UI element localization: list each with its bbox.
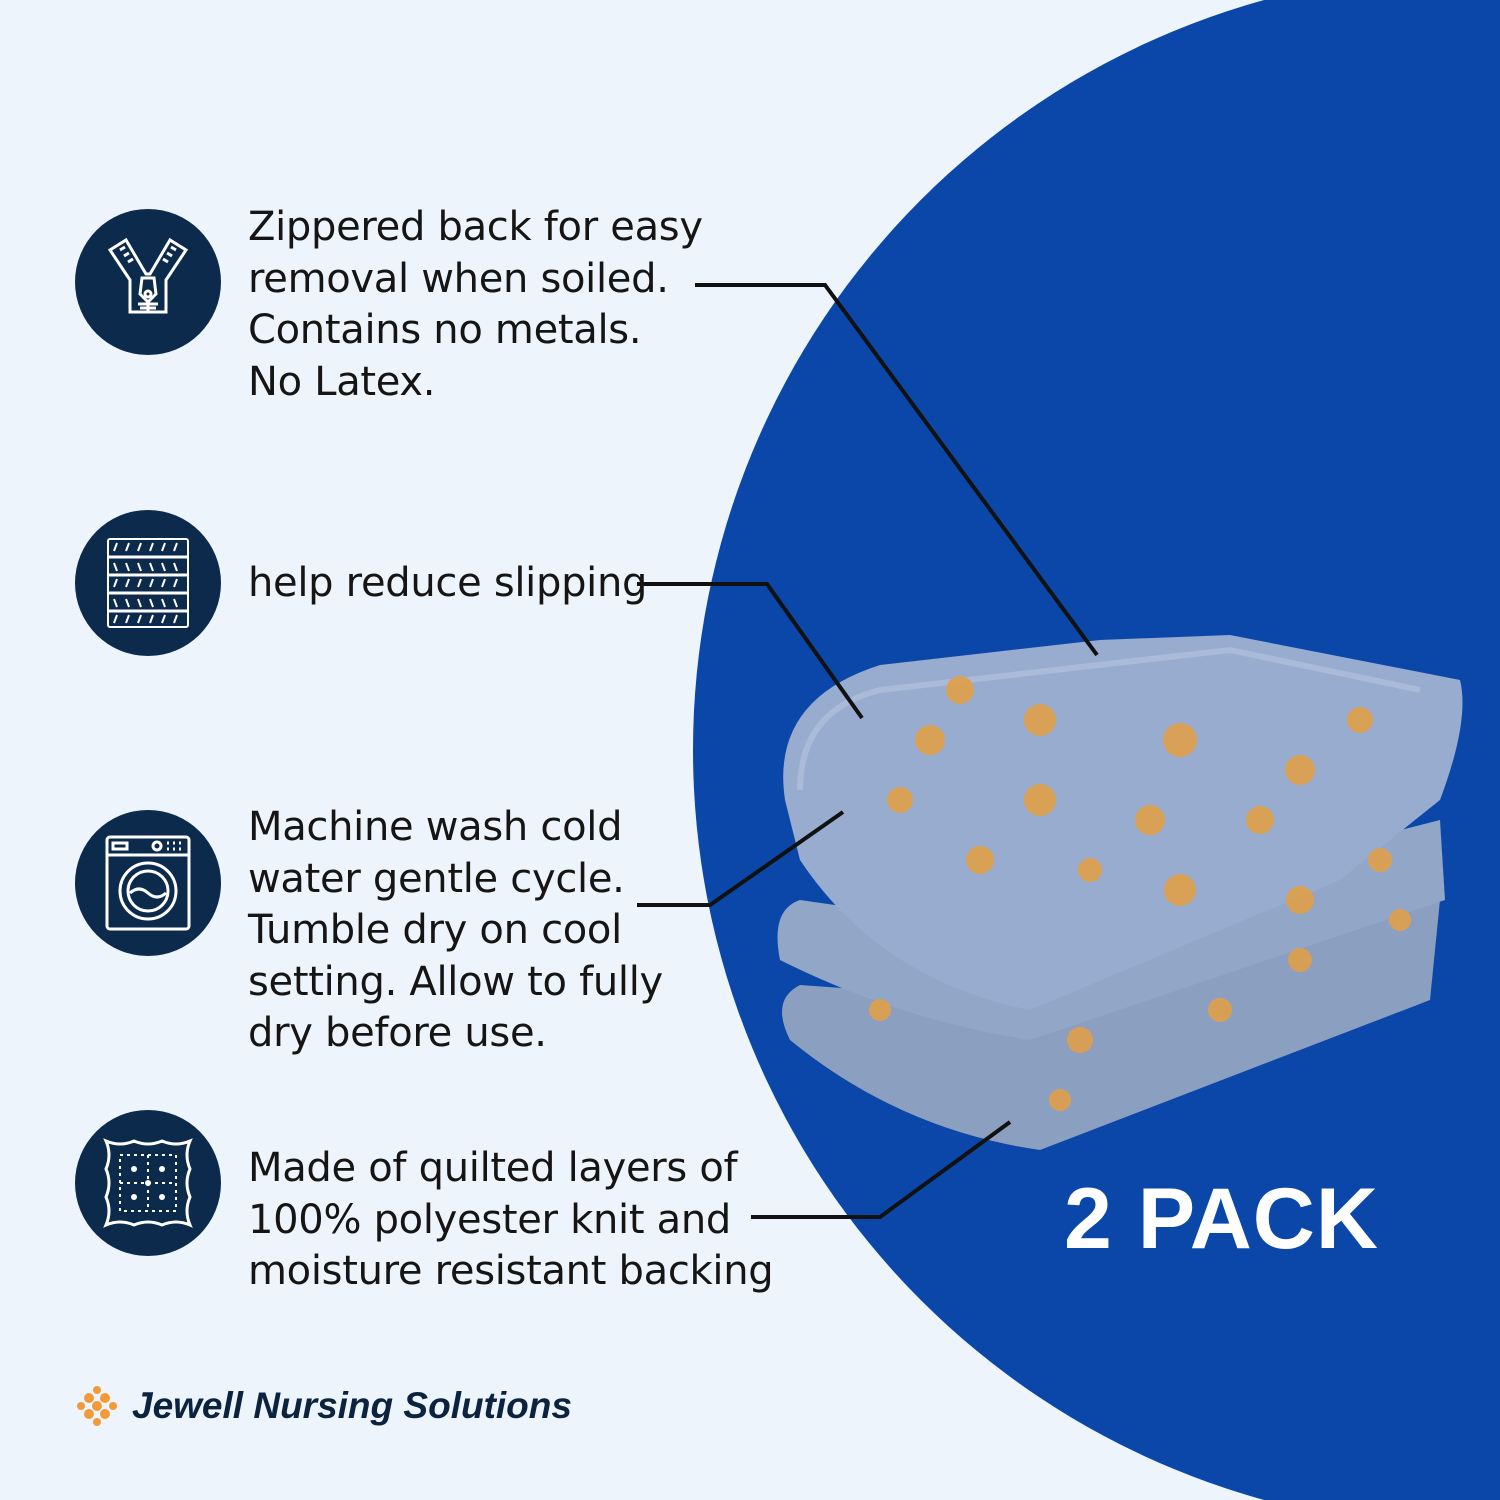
text-line: Contains no metals. [248, 307, 642, 353]
washing-machine-icon [75, 810, 221, 956]
feature-washing-text: Machine wash cold water gentle cycle. Tu… [248, 802, 663, 1060]
text-line: moisture resistant backing [248, 1248, 774, 1294]
brand-name: Jewell Nursing Solutions [132, 1385, 572, 1426]
text-line: Machine wash cold [248, 804, 623, 850]
text-line: dry before use. [248, 1010, 547, 1056]
feature-washing [75, 810, 221, 956]
non-slip-grip-icon [75, 510, 221, 656]
text-line: help reduce slipping [248, 560, 648, 606]
text-line: Tumble dry on cool [248, 907, 622, 953]
callout-line-zipper [695, 283, 1099, 657]
feature-non-slip [75, 510, 221, 656]
text-line: water gentle cycle. [248, 855, 625, 902]
text-line: removal when soiled. [248, 255, 669, 302]
callout-line-wash [637, 810, 845, 907]
quilted-fabric-icon [75, 1110, 221, 1256]
brand-flower-icon [77, 1386, 117, 1426]
text-line: Made of quilted layers of [248, 1145, 738, 1191]
feature-zipper [75, 209, 221, 355]
callout-line-slip [637, 582, 864, 720]
zipper-icon [75, 209, 221, 355]
brand-logo: Jewell Nursing Solutions [76, 1385, 572, 1427]
feature-quilted-text: Made of quilted layers of 100% polyester… [248, 1143, 774, 1298]
text-line: setting. Allow to fully [248, 958, 663, 1005]
feature-zipper-text: Zippered back for easy removal when soil… [248, 202, 703, 408]
pack-count-badge: 2 PACK [1064, 1171, 1380, 1267]
feature-quilted [75, 1110, 221, 1256]
text-line: No Latex. [248, 358, 436, 405]
callout-line-quilted [751, 1120, 1012, 1219]
feature-non-slip-text: help reduce slipping [248, 558, 647, 610]
text-line: Zippered back for easy [248, 204, 703, 250]
text-line: 100% polyester knit and [248, 1196, 732, 1243]
